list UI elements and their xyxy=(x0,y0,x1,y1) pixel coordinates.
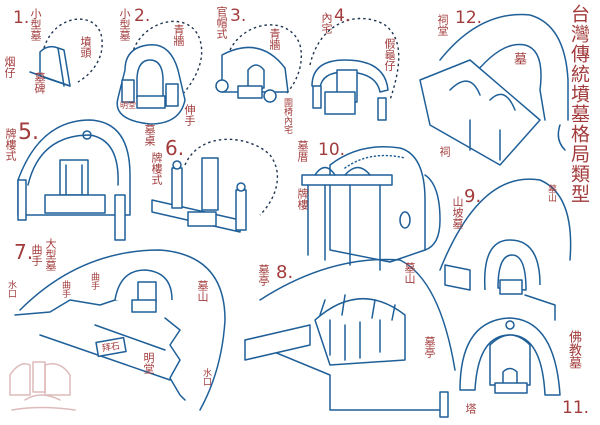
label-back-wall: 青牆 xyxy=(172,24,185,46)
tomb-3-number: 3. xyxy=(230,6,247,26)
label-archway: 牌樓 xyxy=(296,188,309,210)
tomb-8-drawing xyxy=(244,258,456,418)
label-shrine: 祠 xyxy=(438,146,451,157)
tomb-10-number: 10. xyxy=(318,140,346,160)
label-false-turtle: 假龜仔 xyxy=(383,38,396,71)
label-yanzai: 烟仔 xyxy=(3,56,16,78)
label-ancestral-tomb: 祠堂 xyxy=(436,14,449,36)
label-tomb: 墓 xyxy=(511,52,526,65)
label-official-hat-style: 官帽式 xyxy=(215,6,228,39)
tomb-7-number: 7. xyxy=(14,240,34,264)
label-small-tomb: 小型墓 xyxy=(118,8,131,41)
label-tomb-pavilion: 墓亭 xyxy=(423,336,436,358)
label-ming-tang: 明堂 xyxy=(120,101,136,110)
label-inner-enclosure: 圍椅內宅 xyxy=(282,98,292,134)
tomb-5-drawing xyxy=(17,119,131,241)
tomb-1-drawing xyxy=(29,18,103,87)
label-buddhist-tomb: 佛教墓 xyxy=(566,330,581,369)
label-pagoda: 塔 xyxy=(464,403,477,414)
label-curved-arm: 曲手 xyxy=(60,280,70,298)
page-title: 台灣傳統墳墓格局類型 xyxy=(568,4,590,204)
label-tomb-mound: 墳頭 xyxy=(79,36,92,58)
tomb-2-drawing xyxy=(116,20,203,125)
tomb-6-drawing xyxy=(151,138,279,233)
label-tomb-table: 墓桌 xyxy=(143,124,156,146)
tomb-5-number: 5. xyxy=(18,120,39,145)
watermark-logo xyxy=(9,361,76,411)
label-archway-style: 牌樓式 xyxy=(4,128,17,161)
tomb-12-number: 12. xyxy=(455,8,483,28)
tomb-7-drawing xyxy=(14,249,226,411)
label-tombstone: 墓碑 xyxy=(33,72,46,94)
label-tomb-house: 墓厝 xyxy=(296,140,309,162)
tomb-9-drawing xyxy=(439,178,572,321)
label-tomb-pavilion: 墓亭 xyxy=(257,264,270,286)
label-small-tomb: 小型墓 xyxy=(29,8,42,41)
tomb-1-number: 1. xyxy=(13,8,30,28)
label-tomb-mound: 墓山 xyxy=(403,262,416,284)
tomb-4-drawing xyxy=(309,17,400,121)
label-extended-arm: 伸手 xyxy=(183,104,196,126)
tomb-11-number: 11. xyxy=(562,398,590,418)
tomb-8-number: 8. xyxy=(276,262,294,283)
tomb-10-drawing xyxy=(301,146,441,271)
label-inner-house: 內宅 xyxy=(320,12,333,34)
label-curved-arm: 曲手 xyxy=(30,244,43,266)
tomb-11-drawing xyxy=(459,317,561,396)
label-tomb-mound: 墓山 xyxy=(196,280,209,302)
label-hillside-tomb: 山坡墓 xyxy=(451,196,464,229)
tomb-3-drawing xyxy=(215,24,302,103)
label-ming-tang: 明堂 xyxy=(142,352,155,374)
label-back-wall: 青牆 xyxy=(268,28,281,50)
tomb-9-number: 9. xyxy=(464,186,482,207)
label-water-outlet: 水口 xyxy=(201,368,211,386)
label-water-outlet: 水口 xyxy=(6,280,16,298)
label-archway-style: 牌樓式 xyxy=(150,152,163,185)
label-large-tomb: 大型墓 xyxy=(44,238,57,271)
label-tomb-mound: 墓山 xyxy=(546,184,556,202)
tomb-6-number: 6. xyxy=(165,136,185,160)
label-curved-arm: 曲手 xyxy=(89,272,99,290)
tomb-4-number: 4. xyxy=(334,6,351,26)
tomb-12-drawing xyxy=(419,13,569,166)
tomb-2-number: 2. xyxy=(134,6,151,26)
